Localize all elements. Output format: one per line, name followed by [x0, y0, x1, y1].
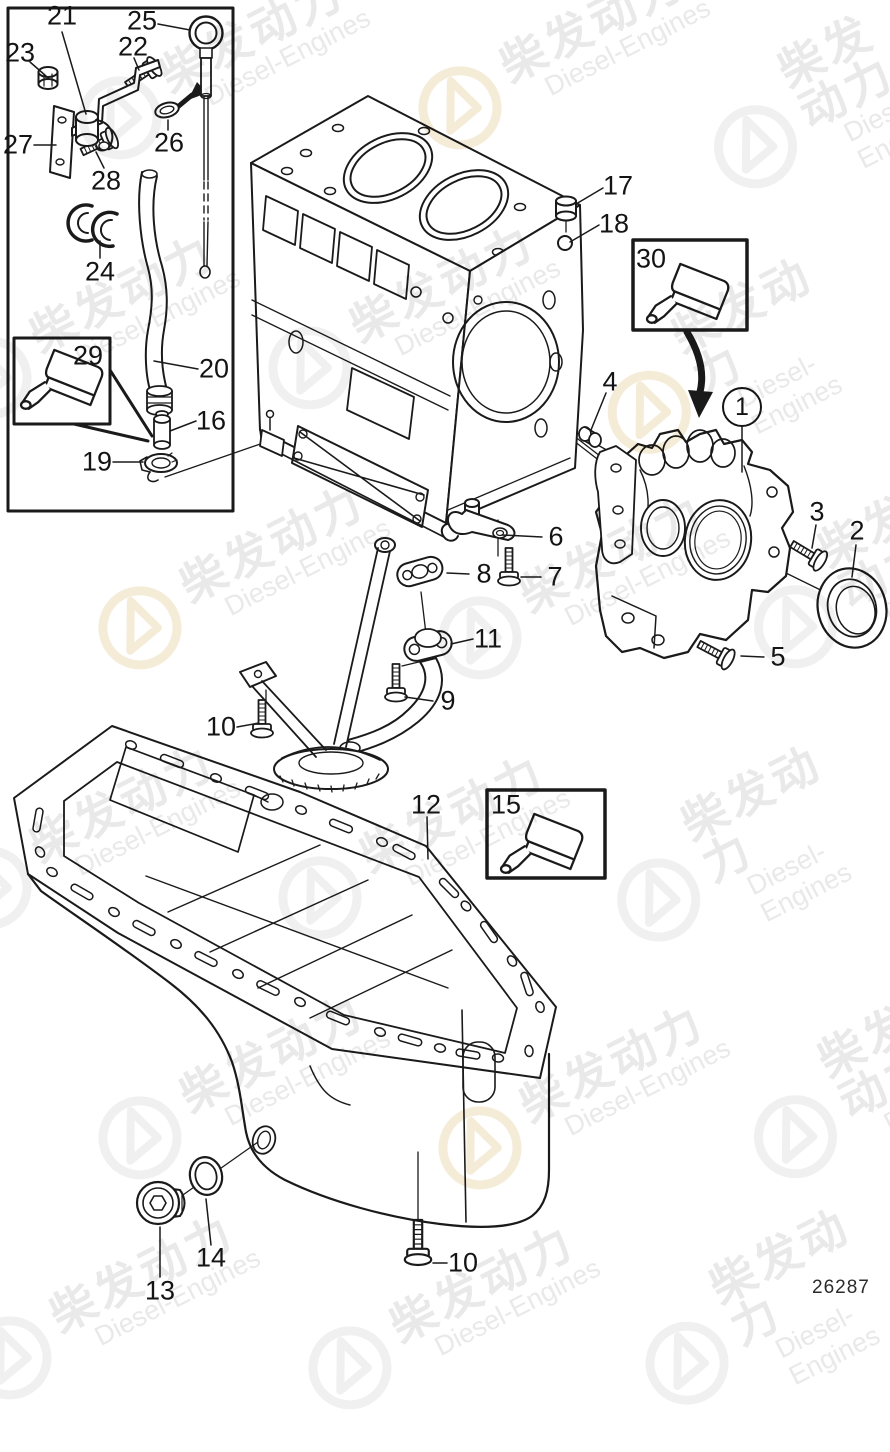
callout-8: 8 — [476, 558, 492, 589]
callout-15: 15 — [490, 789, 522, 820]
callout-23: 23 — [4, 37, 36, 68]
brace-long — [333, 537, 396, 748]
plug-17 — [555, 195, 577, 233]
dipstick-25 — [188, 15, 224, 279]
brand-logo-icon — [308, 1326, 392, 1410]
callout-4: 4 — [602, 366, 618, 397]
callout-1: 1 — [722, 387, 762, 427]
callout-11: 11 — [473, 623, 503, 654]
callout-17: 17 — [602, 170, 634, 201]
arrow-to-pump-icon — [683, 328, 713, 418]
drain-plug-13 — [135, 1180, 186, 1226]
oil-pickup-assembly — [239, 498, 516, 793]
callout-25: 25 — [126, 5, 158, 36]
callout-7: 7 — [547, 561, 563, 592]
hose-20 — [138, 169, 173, 416]
diagram-number: 26287 — [812, 1277, 870, 1298]
gasket-8 — [396, 555, 444, 588]
callout-5: 5 — [770, 641, 786, 672]
dipstick-group-box — [6, 6, 235, 513]
sealant-box-15 — [485, 788, 607, 880]
callout-30: 30 — [635, 243, 667, 274]
callout-21: 21 — [46, 0, 78, 31]
ball-18 — [557, 235, 573, 251]
callout-10a: 10 — [205, 711, 237, 742]
washer-14 — [188, 1156, 224, 1196]
brand-logo-icon — [645, 1321, 729, 1405]
callout-18: 18 — [598, 208, 630, 239]
callout-26: 26 — [153, 127, 185, 158]
callout-13: 13 — [144, 1275, 176, 1306]
callout-14: 14 — [195, 1242, 227, 1273]
callout-20: 20 — [198, 353, 230, 384]
hose-coupler — [146, 385, 173, 416]
sealant-box-30 — [631, 238, 749, 332]
strainer — [273, 746, 389, 793]
callout-29: 29 — [72, 340, 104, 371]
exploded-view-drawing — [6, 6, 888, 1278]
callout-28: 28 — [90, 165, 122, 196]
clips-24 — [66, 203, 119, 249]
parts-diagram: 柴发动力 Diesel-Engines 柴发动力 Diesel-Engines … — [0, 0, 890, 1410]
tube-16 — [153, 410, 171, 450]
engine-block — [250, 95, 584, 538]
bracket-6 — [440, 498, 516, 542]
clamp-19 — [139, 452, 178, 483]
callout-24: 24 — [84, 256, 116, 287]
drain-boss — [251, 1125, 277, 1155]
callout-12: 12 — [410, 789, 442, 820]
bushing-4 — [578, 426, 602, 448]
callout-2: 2 — [849, 515, 865, 546]
brace-short — [239, 661, 327, 758]
callout-9: 9 — [440, 685, 456, 716]
callout-6: 6 — [548, 521, 564, 552]
callout-10b: 10 — [447, 1247, 479, 1278]
callout-3: 3 — [809, 496, 825, 527]
callout-16: 16 — [195, 405, 227, 436]
callout-19: 19 — [81, 446, 113, 477]
nut-23 — [37, 66, 59, 90]
oil-pump — [594, 428, 795, 660]
callout-22: 22 — [117, 31, 149, 62]
callout-27: 27 — [2, 129, 34, 160]
